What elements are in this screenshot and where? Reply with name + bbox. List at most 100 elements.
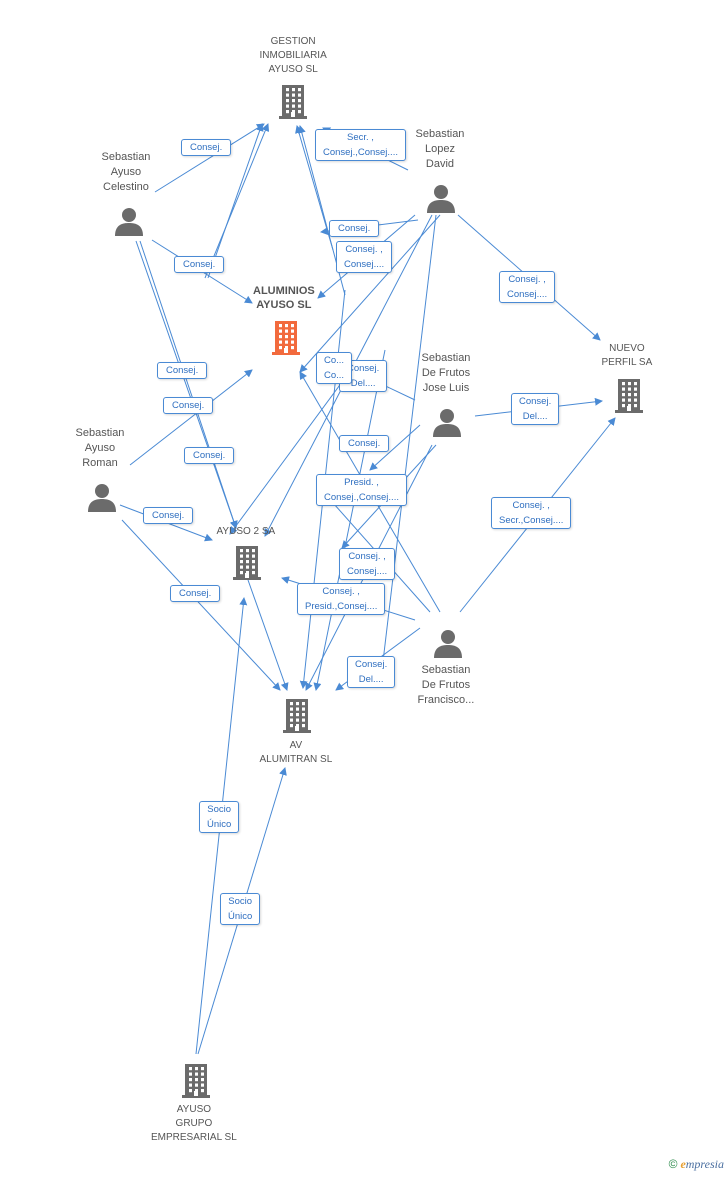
- node-label-line: De Frutos: [421, 678, 471, 691]
- building-icon[interactable]: [231, 546, 263, 585]
- edge-label[interactable]: Consej.: [329, 220, 380, 237]
- edge-line: [129, 369, 253, 466]
- edge-label-line: Consej.: [172, 400, 205, 411]
- person-icon[interactable]: [432, 407, 462, 442]
- brand-rest: mpresia: [685, 1157, 724, 1171]
- edge-label-line: Único: [207, 819, 232, 830]
- edge-label[interactable]: Consej.: [157, 362, 208, 379]
- edge-label-line: Secr.,Consej....: [499, 515, 564, 526]
- edge-label-line: Consej. ,: [512, 500, 550, 511]
- edge-label-line: Consej. ,: [508, 274, 546, 285]
- edge-line: [121, 519, 281, 691]
- edge-label-line: Consej.: [348, 438, 381, 449]
- edge-label-line: Consej.: [166, 365, 199, 376]
- edge-label-line: Consej.: [183, 259, 216, 270]
- edge-label-line: Co...: [324, 370, 345, 381]
- edge-label[interactable]: Secr. , Consej.,Consej....: [315, 129, 406, 161]
- edge-line: [229, 377, 346, 535]
- edge-label-line: Consej. ,: [345, 244, 383, 255]
- edge-line: [207, 123, 264, 279]
- edge-label[interactable]: Consej. , Consej....: [499, 271, 556, 303]
- edge-label[interactable]: Consej. , Consej....: [336, 241, 393, 273]
- edge-label-line: Presid. ,: [344, 477, 379, 488]
- edge-label[interactable]: Consej.Del....: [347, 656, 396, 688]
- person-icon[interactable]: [433, 628, 463, 663]
- person-icon[interactable]: [87, 482, 117, 517]
- building-icon[interactable]: [180, 1064, 212, 1103]
- edge-label-line: Consej. ,: [348, 551, 386, 562]
- edge-label-line: Consej.: [152, 510, 185, 521]
- edge-label[interactable]: Consej.: [163, 397, 214, 414]
- edge-label[interactable]: Consej.: [143, 507, 194, 524]
- edge-label-line: Consej.: [347, 363, 380, 374]
- edge-label-line: Consej.,Consej....: [323, 147, 398, 158]
- node-label-line: AYUSO SL: [268, 64, 318, 75]
- edge-line: [135, 240, 238, 529]
- building-icon[interactable]: [270, 321, 302, 360]
- node-label-line: PERFIL SA: [601, 357, 653, 368]
- edge-label[interactable]: Consej.: [174, 256, 225, 273]
- edge-line: [378, 214, 437, 671]
- person-icon[interactable]: [426, 183, 456, 218]
- building-icon[interactable]: [613, 379, 645, 418]
- edge-label-line: Consej....: [507, 289, 548, 300]
- node-label-line: AYUSO SL: [256, 299, 312, 311]
- node-label-line: David: [425, 157, 455, 170]
- edge-label[interactable]: Consej.: [170, 585, 221, 602]
- edge-label[interactable]: Consej. ,Consej....: [339, 548, 396, 580]
- node-label-line: Jose Luis: [422, 381, 470, 394]
- edge-line: [247, 579, 289, 691]
- node-label-line: INMOBILIARIA: [259, 50, 327, 61]
- edge-label-line: Co...: [324, 355, 345, 366]
- edge-label-line: Del....: [350, 378, 376, 389]
- edge-label-line: Consej.: [519, 396, 552, 407]
- node-label-line: AYUSO 2 SA: [216, 526, 276, 537]
- edge-label-line: Del....: [522, 411, 548, 422]
- node-label-aluminios[interactable]: ALUMINIOS AYUSO SL: [253, 284, 315, 312]
- node-label-line: Ayuso: [110, 165, 142, 178]
- edge-label-line: Secr. ,: [347, 132, 374, 143]
- node-label-line: AYUSO: [176, 1104, 212, 1115]
- node-label-gestion[interactable]: GESTION INMOBILIARIA AYUSO SL: [260, 35, 327, 77]
- edge-label[interactable]: Consej.: [181, 139, 232, 156]
- edge-line: [139, 240, 238, 529]
- node-label-line: ALUMITRAN SL: [259, 754, 333, 765]
- edge-label[interactable]: Presid. , Consej.,Consej....: [316, 474, 407, 506]
- node-label-line: ALUMINIOS: [253, 285, 315, 297]
- node-label-line: GESTION: [270, 36, 316, 47]
- node-label-line: AV: [289, 740, 303, 751]
- node-label-line: EMPRESARIAL SL: [151, 1132, 237, 1143]
- node-label-line: Sebastian: [75, 426, 125, 439]
- node-label-line: Roman: [82, 456, 118, 469]
- edge-label-line: Consej....: [344, 259, 385, 270]
- building-icon[interactable]: [281, 699, 313, 738]
- edge-label[interactable]: Consej. Del....: [511, 393, 560, 425]
- edge-label[interactable]: Consej. , Secr.,Consej....: [491, 497, 572, 529]
- edge-label-line: Socio: [207, 804, 232, 815]
- node-label-av[interactable]: AV ALUMITRAN SL: [260, 739, 333, 767]
- edge-label[interactable]: Consej.: [339, 435, 390, 452]
- node-label-line: Lopez: [424, 142, 455, 155]
- node-label-line: Ayuso: [84, 441, 116, 454]
- edge-label[interactable]: Consej.: [184, 447, 235, 464]
- edge-label-line: Socio: [228, 896, 253, 907]
- person-icon[interactable]: [114, 206, 144, 241]
- node-label-ayuso2[interactable]: AYUSO 2 SA: [217, 525, 276, 539]
- edge-label-line: Consej.: [193, 450, 226, 461]
- brand-logo: © empresia: [669, 1157, 724, 1172]
- edge-label[interactable]: Consej. ,Presid.,Consej....: [297, 583, 386, 615]
- edge-label[interactable]: Consej. Del....: [339, 360, 388, 392]
- edge-label-line: Consej.,Consej....: [324, 492, 399, 503]
- edge-label[interactable]: Co... Co...: [316, 352, 353, 384]
- building-icon[interactable]: [277, 85, 309, 124]
- edge-line: [369, 424, 421, 471]
